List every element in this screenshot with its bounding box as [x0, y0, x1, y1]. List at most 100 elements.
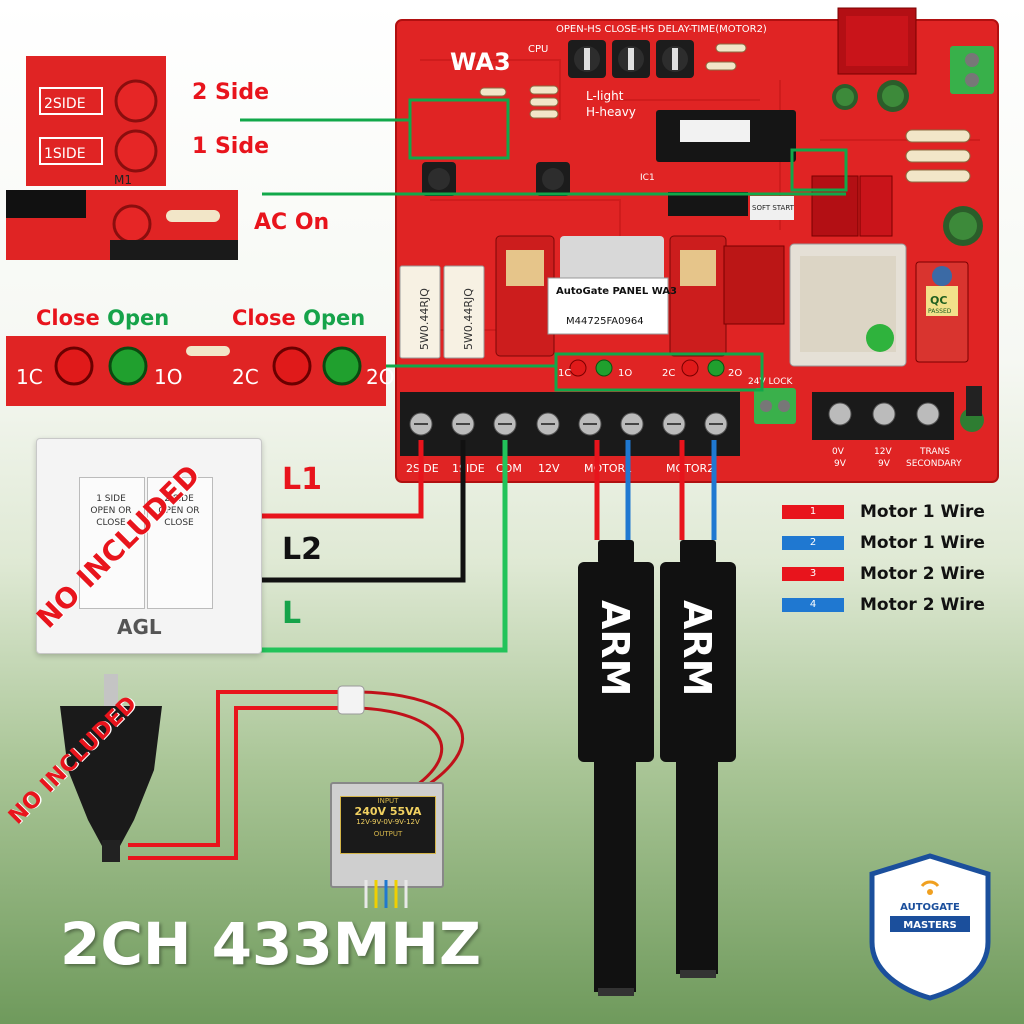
switch-text-right: 2 SIDE OPEN OR CLOSE: [158, 494, 200, 528]
transformer-leads: [364, 880, 408, 908]
inset-led-1o: [108, 346, 148, 386]
inset-led-2o: [322, 346, 362, 386]
legend-row: 1 Motor 1 Wire: [782, 496, 1012, 527]
inset-2side-label: 2SIDE: [44, 96, 86, 112]
inset-led-1c: [54, 346, 94, 386]
heavy-label: H-heavy: [586, 105, 636, 119]
inset-m1-label: M1: [114, 173, 132, 187]
callout-two-side: 2 Side: [192, 80, 270, 105]
trans-label-trans: TRANS: [919, 447, 950, 457]
bottom-title: 2CH 433MHZ: [60, 910, 482, 978]
legend-label-2: Motor 1 Wire: [860, 532, 985, 553]
callout-close-1: Close: [36, 306, 100, 330]
board-sticker: [547, 277, 669, 335]
board-led-2o: [707, 359, 725, 377]
sticker-code: M44725FA0964: [566, 316, 644, 327]
legend-swatch-4: 4: [782, 597, 844, 612]
transformer: INPUT 240V 55VA 12V-9V-0V-9V-12V OUTPUT: [330, 782, 444, 888]
highlight-ac-led: [790, 148, 848, 192]
arm-1: [578, 540, 654, 996]
callout-close-2: Close: [232, 306, 296, 330]
legend-swatch-2: 2: [782, 535, 844, 550]
ic1-label: IC1: [640, 173, 655, 183]
wire-plug-1: [128, 690, 348, 847]
board-led-1o: [595, 359, 613, 377]
wire-legend: 1 Motor 1 Wire 2 Motor 1 Wire 3 Motor 2 …: [782, 496, 1012, 620]
logo-bottom: MASTERS: [903, 920, 956, 931]
legend-label-1: Motor 1 Wire: [860, 501, 985, 522]
wire-l2: [258, 440, 466, 583]
inset-label-1c: 1C: [16, 365, 43, 389]
inset-1side-label: 1SIDE: [44, 146, 86, 162]
qc-label: QC: [930, 294, 947, 307]
transformer-input: INPUT: [377, 797, 399, 805]
cpu-label: CPU: [528, 44, 548, 55]
ceramic-resistor-1: 5W0.44RJQ: [418, 288, 431, 350]
inset-led-2c: [272, 346, 312, 386]
board-led-label-2c: 2C: [662, 368, 675, 379]
wire-l: [258, 440, 508, 653]
legend-row: 3 Motor 2 Wire: [782, 558, 1012, 589]
power-terminal-green[interactable]: [950, 46, 994, 94]
legend-swatch-1: 1: [782, 504, 844, 519]
wall-switch: 1 SIDE OPEN OR CLOSE 2 SIDE OPEN OR CLOS…: [36, 438, 262, 654]
terminal-label-com: COM: [496, 462, 522, 475]
wire-label-l1: L1: [282, 462, 322, 497]
terminal-label-motor2: MOTOR2: [666, 462, 714, 475]
wire-label-l: L: [282, 596, 302, 631]
transformer-taps: 12V-9V-0V-9V-12V: [356, 818, 420, 826]
highlight-leds: [554, 352, 764, 392]
lock-terminal[interactable]: [754, 388, 796, 424]
arm-2: [660, 540, 736, 978]
inset-label-1o: 1O: [154, 365, 182, 389]
sticker-title: AutoGate PANEL WA3: [556, 286, 677, 297]
qc-sub: PASSED: [928, 308, 952, 315]
trans-label-secondary: SECONDARY: [906, 459, 962, 469]
board-led-label-2o: 2O: [728, 368, 742, 379]
terminal-screws[interactable]: [409, 412, 728, 436]
board-top-label: OPEN-HS CLOSE-HS DELAY-TIME(MOTOR2): [556, 24, 767, 35]
inset-m1: 2SIDE 1SIDE M1: [26, 56, 166, 187]
trans-label-12v: 12V: [874, 447, 892, 457]
arm-label-1: ARM: [593, 600, 637, 696]
switch-button-left[interactable]: [79, 477, 145, 609]
board-model: WA3: [450, 48, 511, 76]
switch-text-left: 1 SIDE OPEN OR CLOSE: [90, 494, 132, 528]
legend-row: 4 Motor 2 Wire: [782, 589, 1012, 620]
potentiometers[interactable]: [422, 40, 694, 196]
board-led-2c: [681, 359, 699, 377]
callout-ac-on: AC On: [254, 210, 330, 235]
ceramic-resistor-2: 5W0.44RJQ: [462, 288, 475, 350]
wire-l1: [258, 440, 424, 519]
callout-pair1: Close Open: [36, 306, 169, 330]
arm-label-2: ARM: [675, 600, 719, 696]
switch-button-right[interactable]: [147, 477, 213, 609]
terminal-label-12v: 12V: [538, 462, 560, 475]
callout-open-2: Open: [303, 306, 366, 330]
transformer-rating: 240V 55VA: [354, 805, 422, 818]
wire-label-l2: L2: [282, 532, 322, 567]
inset-label-2c: 2C: [232, 365, 259, 389]
board-led-1c: [569, 359, 587, 377]
uk-plug: [60, 674, 162, 862]
terminal-label-1side: 1SIDE: [452, 462, 485, 475]
trans-label-9v-a: 9V: [834, 459, 847, 469]
trans-label-0v: 0V: [832, 447, 845, 457]
inset-ac-led: [6, 190, 238, 260]
board-led-label-1c: 1C: [558, 368, 571, 379]
transformer-output: OUTPUT: [373, 830, 403, 838]
highlight-m1: [408, 98, 510, 160]
brand-logo: AUTOGATE MASTERS: [869, 853, 991, 1001]
callout-open-1: Open: [107, 306, 170, 330]
legend-label-3: Motor 2 Wire: [860, 563, 985, 584]
callout-one-side: 1 Side: [192, 134, 270, 159]
logo-top: AUTOGATE: [900, 902, 960, 913]
inset-leds: 1C 1O 2C 2O: [6, 336, 394, 406]
legend-swatch-3: 3: [782, 566, 844, 581]
wire-plug-2: [128, 706, 348, 860]
callout-pair2: Close Open: [232, 306, 365, 330]
lock-label: 24V LOCK: [748, 377, 794, 387]
